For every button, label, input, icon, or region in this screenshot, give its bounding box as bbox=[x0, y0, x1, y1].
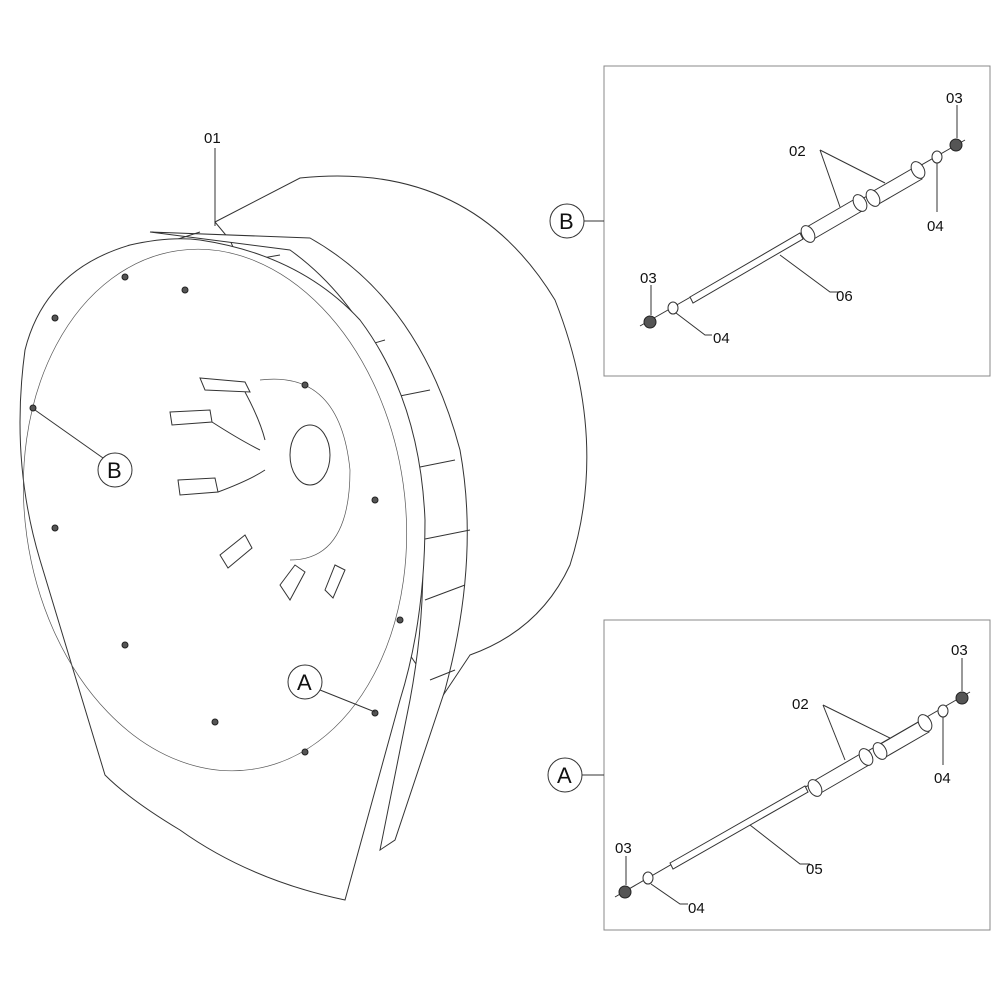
label-a-nut-bottom: 03 bbox=[615, 840, 632, 857]
front-plate bbox=[19, 238, 426, 901]
rotor-assembly: 01 B A bbox=[19, 130, 588, 901]
label-a-tube: 02 bbox=[792, 696, 809, 713]
bolts bbox=[29, 273, 404, 756]
label-b-washer-top: 04 bbox=[927, 218, 944, 235]
nut-icon bbox=[955, 691, 969, 705]
bolt-circle bbox=[22, 248, 408, 772]
label-b-nut-top: 03 bbox=[946, 90, 963, 107]
washer-icon bbox=[931, 150, 943, 164]
nut-icon bbox=[618, 885, 632, 899]
detail-b-title: B bbox=[559, 209, 574, 234]
detail-b-title-marker bbox=[549, 203, 585, 239]
label-b-nut-bottom: 03 bbox=[640, 270, 657, 287]
leader-a bbox=[319, 689, 376, 713]
label-b-shaft: 06 bbox=[836, 288, 853, 305]
leader-b bbox=[34, 409, 104, 459]
detail-b-marker-label: B bbox=[107, 458, 122, 483]
washer-icon bbox=[642, 871, 654, 885]
detail-b-panel: B 03 02 04 06 03 04 bbox=[549, 65, 991, 377]
part-label-01: 01 bbox=[204, 130, 221, 147]
label-b-tube: 02 bbox=[789, 143, 806, 160]
hub-disc bbox=[259, 378, 351, 561]
detail-a-title-marker bbox=[547, 757, 583, 793]
detail-b-marker[interactable] bbox=[97, 452, 133, 488]
nut-icon bbox=[643, 315, 657, 329]
label-a-nut-top: 03 bbox=[951, 642, 968, 659]
washer-icon bbox=[667, 301, 679, 315]
nut-icon bbox=[949, 138, 963, 152]
label-a-shaft: 05 bbox=[806, 861, 823, 878]
detail-a-marker-label: A bbox=[297, 670, 312, 695]
shaft-a bbox=[614, 691, 971, 899]
detail-a-title: A bbox=[557, 763, 572, 788]
label-a-washer-top: 04 bbox=[934, 770, 951, 787]
label-b-washer-bottom: 04 bbox=[713, 330, 730, 347]
label-a-washer-bottom: 04 bbox=[688, 900, 705, 917]
detail-a-panel: A 03 02 04 05 03 04 bbox=[547, 619, 991, 931]
shaft-b bbox=[639, 138, 966, 329]
detail-a-marker[interactable] bbox=[287, 664, 323, 700]
paddles bbox=[169, 377, 346, 601]
hub-hole bbox=[289, 424, 331, 486]
washer-icon bbox=[937, 704, 949, 718]
